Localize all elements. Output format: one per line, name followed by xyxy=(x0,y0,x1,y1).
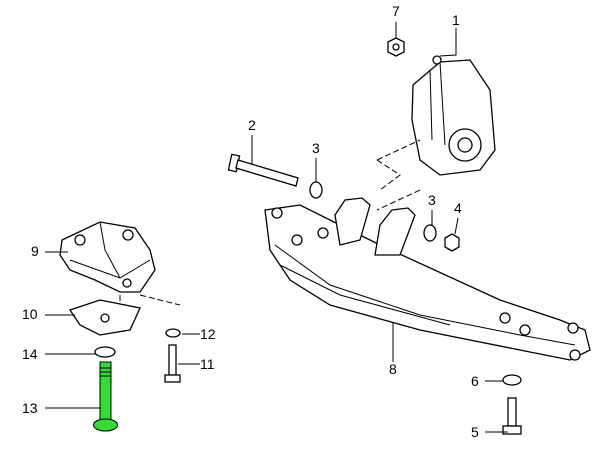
callout-3: 3 xyxy=(312,140,320,156)
bolt-part-2[interactable] xyxy=(227,153,299,187)
callout-6: 6 xyxy=(471,373,479,389)
washer-part-3b[interactable] xyxy=(423,224,437,242)
washer-part-3[interactable] xyxy=(309,181,323,199)
callout-3-second: 3 xyxy=(428,192,436,208)
washer-part-14[interactable] xyxy=(94,346,116,358)
engine-mount-part-1[interactable] xyxy=(411,55,496,176)
washer-part-6[interactable] xyxy=(502,374,522,386)
crossmember-part-8[interactable] xyxy=(264,197,591,361)
callout-14: 14 xyxy=(22,346,38,362)
nut-part-4[interactable] xyxy=(444,233,460,252)
callout-8: 8 xyxy=(389,361,397,377)
callout-1: 1 xyxy=(452,12,460,28)
transmission-mount-part-9[interactable] xyxy=(59,221,156,293)
callout-2: 2 xyxy=(248,117,256,133)
callout-5: 5 xyxy=(471,424,479,440)
washer-part-12[interactable] xyxy=(165,328,181,338)
bolt-part-11[interactable] xyxy=(164,344,181,383)
callout-9: 9 xyxy=(31,243,39,259)
callout-4: 4 xyxy=(454,200,462,216)
callout-10: 10 xyxy=(22,306,38,322)
plate-part-10[interactable] xyxy=(68,299,141,336)
callout-12: 12 xyxy=(200,326,216,342)
nut-part-7[interactable] xyxy=(387,37,405,57)
callout-11: 11 xyxy=(200,356,215,372)
leader-lines xyxy=(45,22,508,433)
callout-13: 13 xyxy=(22,400,38,416)
bolt-part-5[interactable] xyxy=(502,397,522,435)
callout-7: 7 xyxy=(392,3,400,19)
bolt-part-13-highlighted[interactable] xyxy=(93,361,118,432)
